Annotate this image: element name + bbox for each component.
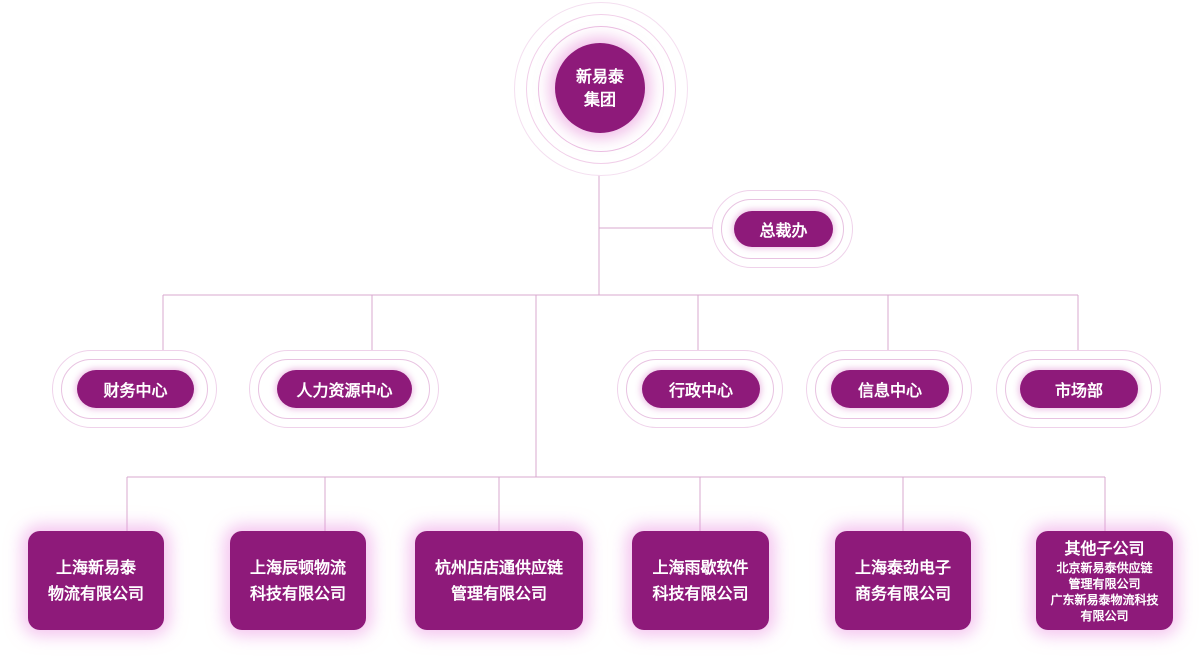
department-node-hr[interactable]: 人力资源中心 <box>249 350 439 428</box>
department-node-finance[interactable]: 财务中心 <box>52 350 217 428</box>
root-middle-ring <box>526 14 676 164</box>
root-outer-ring <box>514 2 688 176</box>
president-office-node[interactable]: 总裁办 <box>712 190 853 268</box>
ring <box>626 359 774 419</box>
ring <box>258 359 430 419</box>
ring <box>61 359 208 419</box>
department-node-admin[interactable]: 行政中心 <box>617 350 783 428</box>
department-node-marketing[interactable]: 市场部 <box>996 350 1161 428</box>
other-companies-title: 其他子公司 <box>1064 538 1145 558</box>
company-node[interactable]: 上海辰顿物流 科技有限公司 <box>230 531 366 630</box>
department-node-info[interactable]: 信息中心 <box>806 350 972 428</box>
root-node-label: 新易泰 集团 <box>555 43 645 133</box>
president-office-label: 总裁办 <box>734 211 833 247</box>
company-label-line2: 科技有限公司 <box>652 583 749 603</box>
other-companies-line: 管理有限公司 <box>1068 576 1141 591</box>
company-label-line1: 杭州店店通供应链 <box>434 557 563 577</box>
company-label-line2: 管理有限公司 <box>450 583 547 603</box>
company-label-line2: 商务有限公司 <box>854 583 951 603</box>
company-label-line1: 上海雨歇软件 <box>652 557 749 577</box>
department-label: 信息中心 <box>831 370 949 408</box>
ring <box>721 199 844 259</box>
company-label-line1: 上海辰顿物流 <box>249 557 346 577</box>
company-node[interactable]: 上海泰劲电子 商务有限公司 <box>835 531 971 630</box>
other-companies-line: 北京新易泰供应链 <box>1056 560 1153 575</box>
department-label: 人力资源中心 <box>277 370 412 408</box>
root-inner-ring <box>538 26 664 152</box>
company-node[interactable]: 上海新易泰 物流有限公司 <box>28 531 164 630</box>
ring <box>1005 359 1152 419</box>
company-label-line1: 上海泰劲电子 <box>854 557 951 577</box>
other-companies-line: 有限公司 <box>1080 608 1129 623</box>
root-label-line1: 新易泰 <box>575 67 624 86</box>
company-node[interactable]: 杭州店店通供应链 管理有限公司 <box>415 531 583 630</box>
company-label-line1: 上海新易泰 <box>55 557 136 577</box>
department-label: 市场部 <box>1020 370 1138 408</box>
ring <box>815 359 963 419</box>
department-label: 行政中心 <box>642 370 760 408</box>
root-label-line2: 集团 <box>583 90 616 109</box>
company-node[interactable]: 上海雨歇软件 科技有限公司 <box>632 531 769 630</box>
company-label-line2: 科技有限公司 <box>249 583 346 603</box>
other-companies-node[interactable]: 其他子公司 北京新易泰供应链 管理有限公司 广东新易泰物流科技 有限公司 <box>1036 531 1173 630</box>
other-companies-line: 广东新易泰物流科技 <box>1050 592 1159 607</box>
department-label: 财务中心 <box>77 370 194 408</box>
company-label-line2: 物流有限公司 <box>47 583 144 603</box>
